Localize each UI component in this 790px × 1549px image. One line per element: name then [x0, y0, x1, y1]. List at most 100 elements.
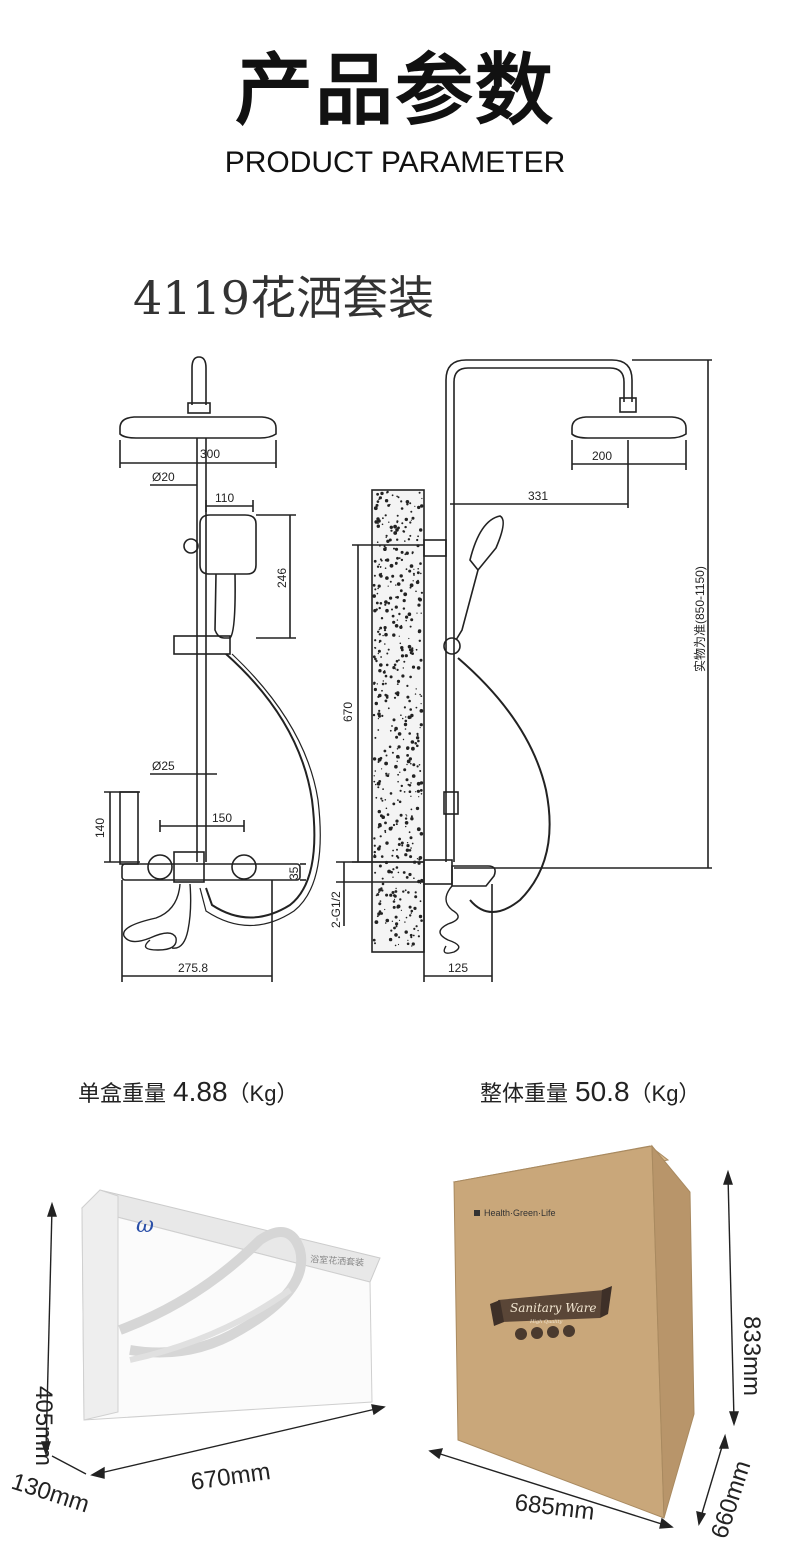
wall-speckle — [381, 689, 383, 692]
wall-speckle — [373, 837, 376, 840]
weight-total-unit: （Kg） — [629, 1081, 701, 1106]
front-side-bracket — [119, 791, 139, 865]
dim-140: 140 — [93, 818, 107, 838]
wall-speckle — [409, 521, 412, 524]
wall-speckle — [378, 845, 382, 848]
wall-speckle — [374, 588, 377, 591]
wall-speckle — [420, 695, 423, 697]
wall-speckle — [420, 504, 424, 508]
wall-speckle — [399, 625, 403, 629]
wall-speckle — [410, 815, 413, 818]
wall-speckle — [416, 612, 418, 614]
wall-speckle — [396, 538, 399, 541]
wall-speckle — [402, 871, 406, 874]
dim-real-height: 实物为准(850-1150) — [692, 566, 707, 672]
wall-speckle — [377, 826, 380, 829]
wall-speckle — [373, 775, 375, 777]
wall-speckle — [403, 791, 406, 793]
wall-speckle — [414, 693, 417, 695]
wall-speckle — [392, 802, 396, 806]
wall-speckle — [419, 528, 423, 532]
front-hand-shower-head — [199, 514, 257, 575]
wall-speckle — [393, 894, 396, 897]
wall-speckle — [408, 849, 412, 852]
white-box-logo-icon: ω — [136, 1213, 154, 1238]
wall-speckle — [377, 652, 379, 655]
wall-speckle — [420, 612, 422, 614]
wall-speckle — [401, 674, 405, 678]
wall-speckle — [385, 663, 389, 667]
wall-speckle — [377, 584, 381, 588]
wall-speckle — [415, 791, 417, 793]
wall-speckle — [408, 790, 412, 793]
wall-speckle — [411, 945, 413, 947]
wall-speckle — [379, 545, 381, 547]
wall-speckle — [403, 660, 406, 663]
side-arm-pipe — [445, 359, 633, 862]
wall-speckle — [373, 854, 377, 859]
wall-speckle — [403, 722, 408, 727]
carton-box: Health·Green·Life Sanitary Ware High Qua… — [452, 1144, 695, 1519]
wall-speckle — [384, 670, 386, 672]
wall-speckle — [389, 580, 392, 583]
wall-speckle — [378, 563, 381, 566]
wall-speckle — [400, 624, 403, 627]
wall-speckle — [396, 521, 399, 524]
wall-speckle — [396, 668, 399, 672]
wall-speckle — [374, 639, 377, 642]
wall-speckle — [398, 837, 401, 841]
wall-speckle — [416, 666, 421, 670]
wall-speckle — [406, 763, 408, 766]
wall-speckle — [406, 503, 409, 506]
wall-speckle — [404, 853, 408, 857]
wall-speckle — [416, 571, 420, 575]
wall-speckle — [396, 595, 399, 599]
wall-speckle — [411, 665, 416, 669]
wall-speckle — [378, 633, 381, 636]
wall-speckle — [380, 797, 383, 800]
wall-speckle — [407, 715, 412, 720]
wall-speckle — [420, 793, 423, 795]
dim-125: 125 — [448, 961, 468, 975]
dim-d20: Ø20 — [152, 470, 175, 484]
wall-speckle — [406, 759, 411, 764]
wall-speckle — [385, 576, 389, 580]
wall-speckle — [393, 547, 395, 550]
wall-speckle — [373, 780, 376, 783]
wall-speckle — [376, 492, 379, 496]
wall-speckle — [400, 714, 402, 716]
wall-speckle — [400, 507, 404, 510]
wall-speckle — [377, 718, 379, 720]
wall-speckle — [416, 765, 419, 768]
wall-speckle — [405, 814, 407, 816]
wall-speckle — [408, 872, 412, 877]
weight-total-value: 50.8 — [575, 1076, 630, 1107]
side-coil-hose — [439, 885, 460, 954]
wall-speckle — [413, 906, 417, 911]
wall-speckle — [407, 612, 412, 616]
wall-speckle — [417, 935, 420, 938]
wall-speckle — [384, 632, 388, 637]
wall-speckle — [391, 891, 395, 894]
wall-speckle — [397, 943, 400, 946]
weight-single: 单盒重量 4.88（Kg） — [78, 1076, 298, 1108]
wall-speckle — [395, 596, 397, 599]
wall-speckle — [377, 695, 380, 699]
side-mixer-spout — [451, 865, 496, 887]
wall-speckle — [408, 699, 411, 703]
wall-speckle — [410, 762, 412, 765]
wall-speckle — [384, 908, 386, 911]
wall-speckle — [394, 605, 398, 609]
wall-speckle — [385, 774, 388, 777]
wall-speckle — [375, 783, 377, 786]
wall-speckle — [421, 497, 423, 500]
wall-speckle — [376, 565, 380, 568]
wall-speckle — [380, 912, 383, 915]
wall-speckle — [410, 808, 413, 811]
wall-speckle — [375, 796, 378, 799]
wall-speckle — [415, 688, 417, 690]
wall-speckle — [394, 764, 398, 769]
wall-speckle — [412, 580, 414, 582]
wall-speckle — [383, 547, 387, 551]
wall-speckle — [400, 646, 404, 650]
